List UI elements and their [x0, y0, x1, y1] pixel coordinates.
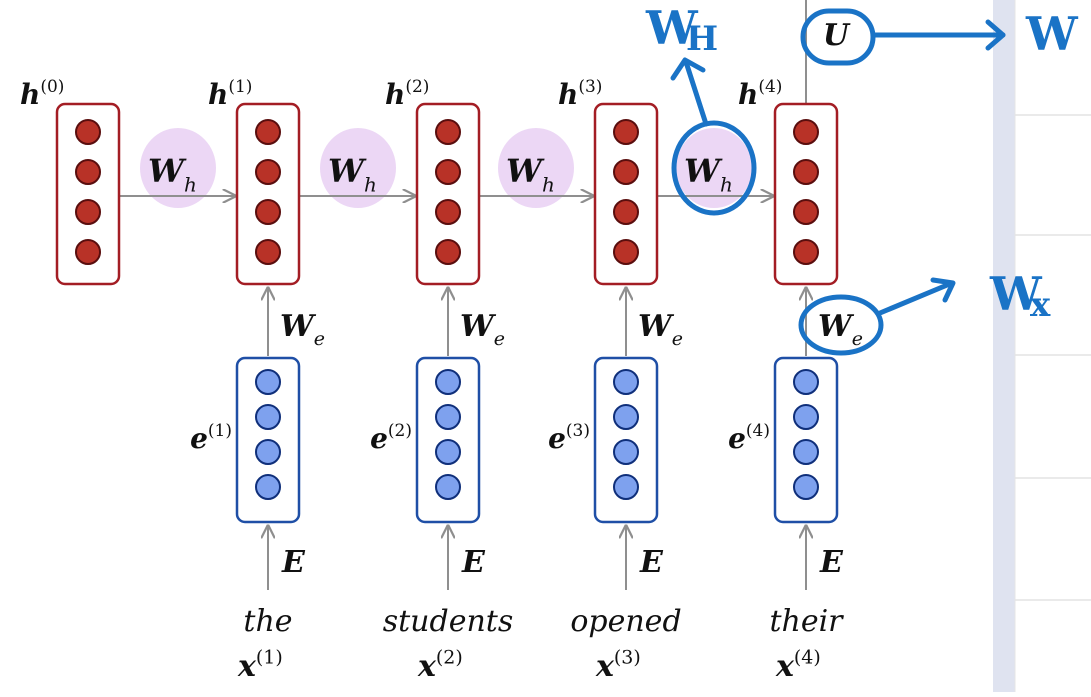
- hidden-neuron-1-1: [255, 119, 281, 145]
- word-2: students: [383, 604, 514, 639]
- word-1: the: [243, 604, 292, 639]
- hidden-neuron-4-4: [793, 239, 819, 265]
- hidden-neuron-3-3: [613, 199, 639, 225]
- embedding-label-4: e(4): [728, 421, 770, 455]
- hidden-state-label-0: h(0): [20, 77, 64, 111]
- hidden-neuron-3-1: [613, 119, 639, 145]
- embedding-neuron-2-2: [435, 404, 461, 430]
- hidden-state-label-3: h(3): [558, 77, 602, 111]
- hidden-neuron-2-4: [435, 239, 461, 265]
- embedding-neuron-1-4: [255, 474, 281, 500]
- hidden-neuron-2-3: [435, 199, 461, 225]
- embedding-neuron-4-2: [793, 404, 819, 430]
- hidden-neuron-0-2: [75, 159, 101, 185]
- recurrent-weight-label-3: Wh: [506, 152, 555, 197]
- sidebar-strip: [993, 0, 1015, 692]
- hidden-neuron-4-2: [793, 159, 819, 185]
- embedding-neuron-1-2: [255, 404, 281, 430]
- embedding-neuron-3-2: [613, 404, 639, 430]
- embedding-matrix-label-3: E: [639, 545, 664, 580]
- embedding-neuron-1-1: [255, 369, 281, 395]
- embedding-neuron-1-3: [255, 439, 281, 465]
- weight-bubble-3: [498, 128, 574, 208]
- word-4: their: [769, 604, 844, 639]
- hidden-neuron-1-4: [255, 239, 281, 265]
- embedding-weight-label-3: We: [638, 309, 683, 350]
- hidden-state-4: [773, 102, 839, 286]
- hidden-neuron-1-2: [255, 159, 281, 185]
- annotation-arrowhead-w: [985, 19, 1006, 51]
- input-label-2: x(2): [417, 646, 463, 684]
- embedding-label-2: e(2): [370, 421, 412, 455]
- embedding-matrix-label-2: E: [461, 545, 486, 580]
- hidden-state-0: [55, 102, 121, 286]
- hidden-state-1: [235, 102, 301, 286]
- embedding-neuron-4-3: [793, 439, 819, 465]
- weight-bubble-4: [676, 128, 752, 208]
- weight-bubble-1: [140, 128, 216, 208]
- output-weight-label: U: [823, 18, 851, 53]
- hidden-neuron-0-4: [75, 239, 101, 265]
- hidden-neuron-4-3: [793, 199, 819, 225]
- embedding-label-1: e(1): [190, 421, 232, 455]
- annotation-arrowhead-wx: [930, 277, 956, 303]
- input-label-3: x(3): [595, 646, 641, 684]
- hidden-neuron-4-1: [793, 119, 819, 145]
- annotation-wx-sub: x: [1030, 285, 1051, 325]
- annotation-wh-sub: H: [686, 19, 718, 59]
- annotation-wh-base: W: [645, 1, 699, 55]
- output-weight: U: [823, 18, 851, 53]
- embedding-weight-label-2: We: [460, 309, 505, 350]
- embedding-neuron-4-1: [793, 369, 819, 395]
- embedding-neuron-2-3: [435, 439, 461, 465]
- embedding-neuron-4-4: [793, 474, 819, 500]
- hidden-neuron-0-3: [75, 199, 101, 225]
- embedding-neuron-3-1: [613, 369, 639, 395]
- hidden-neuron-2-1: [435, 119, 461, 145]
- annotation-w-label: W: [1025, 7, 1079, 61]
- annotation-circle-wh: [671, 120, 757, 216]
- embedding-matrix-label-4: E: [819, 545, 844, 580]
- hidden-neuron-1-3: [255, 199, 281, 225]
- weight-bubble-2: [320, 128, 396, 208]
- annotation-arrow-to-wh: [683, 59, 709, 127]
- input-label-1: x(1): [237, 646, 283, 684]
- recurrent-weight-label-2: Wh: [328, 152, 377, 197]
- sidebar-panel: [1014, 0, 1091, 692]
- embedding-neuron-3-4: [613, 474, 639, 500]
- embedding-matrix-label-1: E: [281, 545, 306, 580]
- embedding-weight-label-1: We: [280, 309, 325, 350]
- hidden-state-label-4: h(4): [738, 77, 782, 111]
- hidden-neuron-3-2: [613, 159, 639, 185]
- hidden-state-2: [415, 102, 481, 286]
- hidden-state-label-1: h(1): [208, 77, 252, 111]
- word-3: opened: [570, 604, 681, 639]
- input-label-4: x(4): [775, 646, 821, 684]
- hidden-neuron-0-1: [75, 119, 101, 145]
- embedding-neuron-2-1: [435, 369, 461, 395]
- recurrent-weight-label-4: Wh: [684, 152, 733, 197]
- annotation-wx-base: W: [989, 267, 1043, 321]
- embedding-label-3: e(3): [548, 421, 590, 455]
- annotation-circle-wx: [798, 294, 884, 356]
- annotation-arrow-to-wx: [877, 280, 955, 316]
- annotation-arrowhead-wh: [670, 57, 706, 81]
- embedding-weight-label-4: We: [818, 309, 863, 350]
- hidden-neuron-2-2: [435, 159, 461, 185]
- embedding-neuron-3-3: [613, 439, 639, 465]
- hidden-neuron-3-4: [613, 239, 639, 265]
- recurrent-weight-label-1: Wh: [148, 152, 197, 197]
- hidden-state-label-2: h(2): [385, 77, 429, 111]
- hidden-state-3: [593, 102, 659, 286]
- embedding-neuron-2-4: [435, 474, 461, 500]
